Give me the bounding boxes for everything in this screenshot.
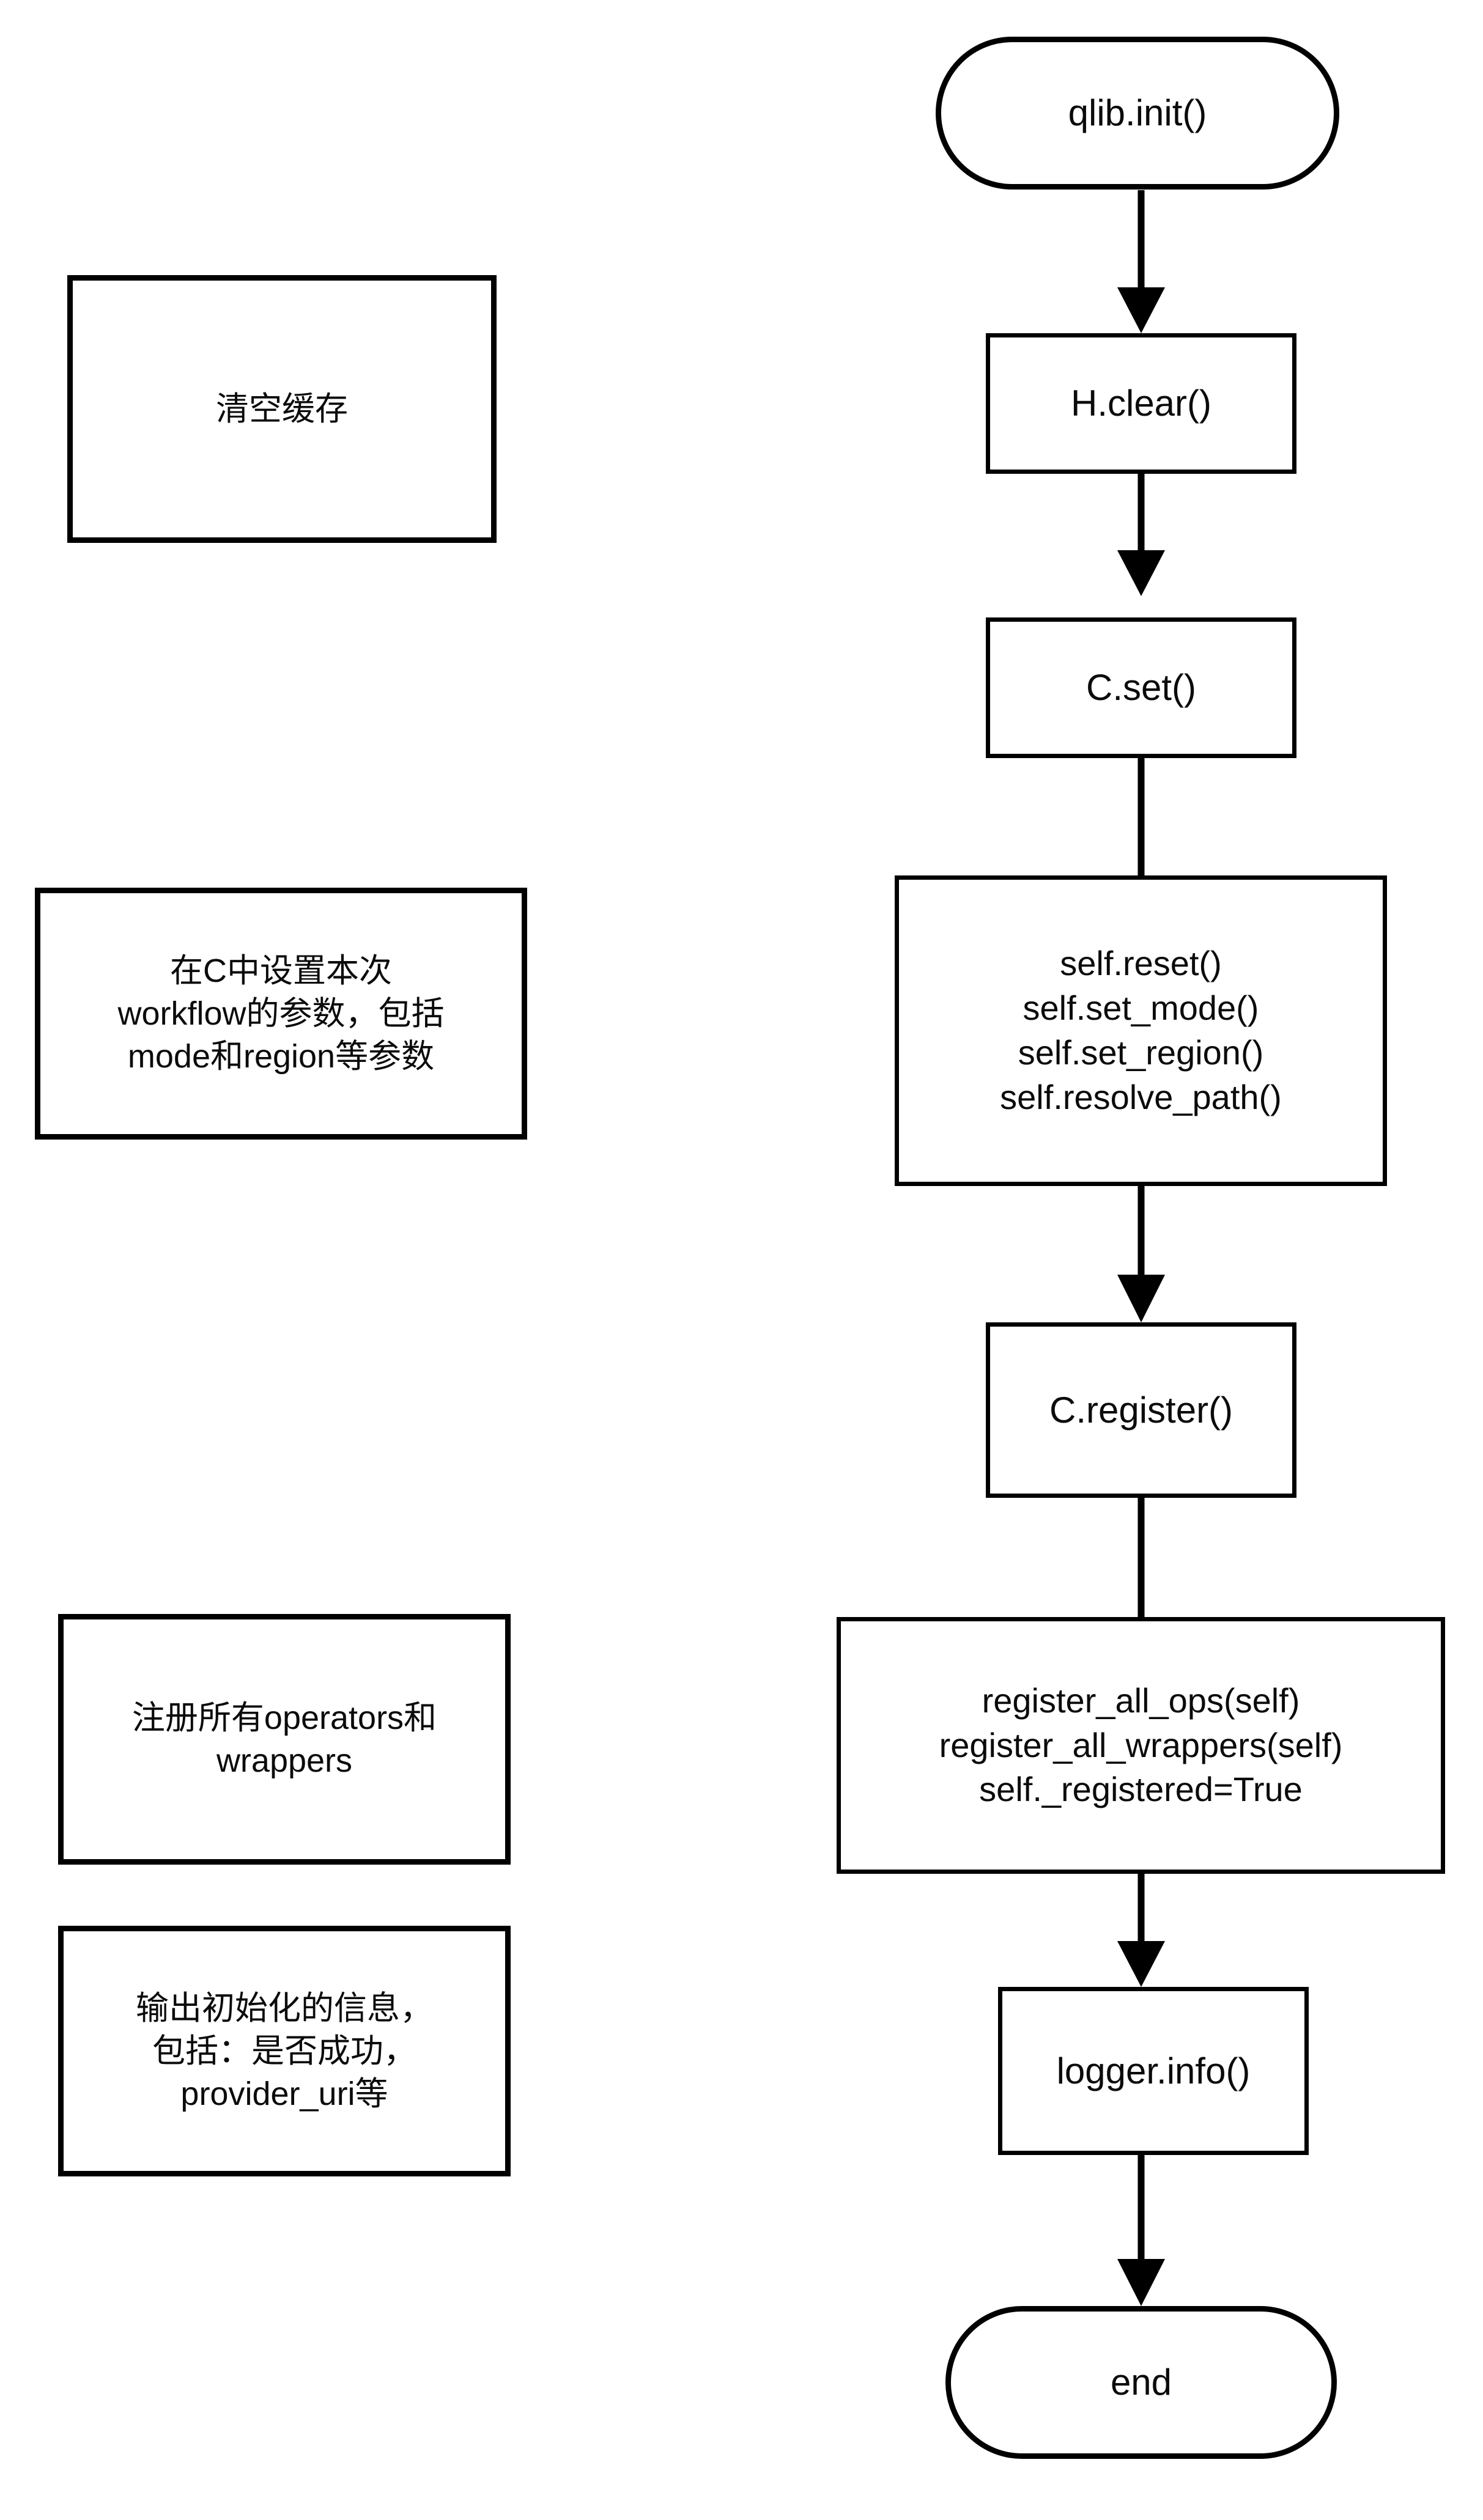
flow-node-end[interactable]: end — [945, 2306, 1337, 2459]
edge-h-clear-to-c-set — [1117, 474, 1165, 596]
flow-node-self-setup[interactable]: self.reset() self.set_mode() self.set_re… — [895, 875, 1387, 1186]
note-clear-cache[interactable]: 清空缓存 — [67, 275, 497, 543]
note-log-output[interactable]: 输出初始化的信息， 包括：是否成功， provider_uri等 — [58, 1926, 511, 2176]
flow-node-h-clear[interactable]: H.clear() — [986, 333, 1296, 474]
note-register-all[interactable]: 注册所有operators和 wrappers — [58, 1614, 511, 1865]
flow-node-start[interactable]: qlib.init() — [936, 37, 1339, 190]
flow-node-c-set[interactable]: C.set() — [986, 617, 1296, 758]
edge-self-setup-to-c-register — [1117, 1186, 1165, 1322]
flow-node-c-register[interactable]: C.register() — [986, 1322, 1296, 1498]
edge-register-all-to-logger-info — [1117, 1874, 1165, 1987]
flow-node-logger-info[interactable]: logger.info() — [998, 1987, 1309, 2155]
note-set-params[interactable]: 在C中设置本次 workflow的参数，包括 mode和region等参数 — [35, 888, 527, 1140]
edge-start-to-h-clear — [1117, 190, 1165, 333]
flow-node-register-all[interactable]: register_all_ops(self) register_all_wrap… — [837, 1617, 1445, 1874]
edge-logger-info-to-end — [1117, 2155, 1165, 2306]
